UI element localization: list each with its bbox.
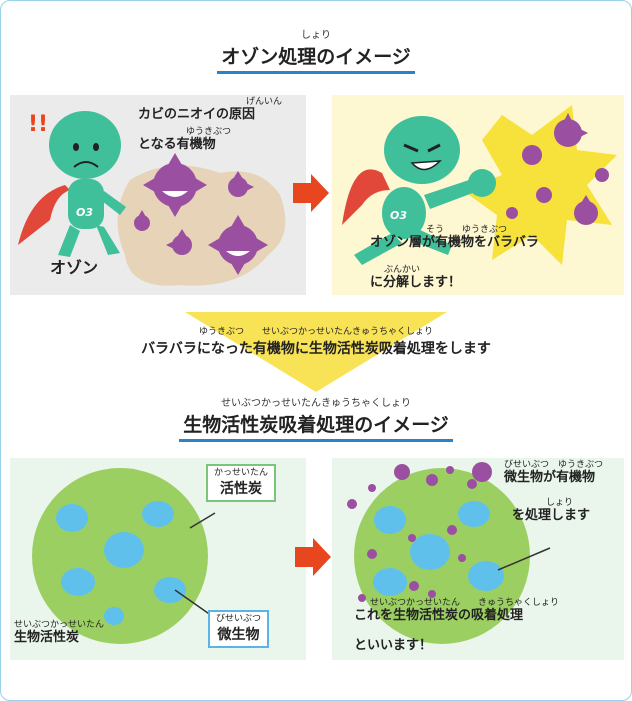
germ-burst-6 (506, 207, 518, 219)
decompose-line2: ぶんかい に分解します！ (370, 265, 461, 291)
process-top1-text: 微生物が有機物 (504, 470, 596, 485)
middle-caption: ゆうきぶつ せいぶつかっせいたんきゅうちゃくしょり バラバラになった有機物に生物… (60, 327, 572, 358)
right-arrow-2 (295, 538, 331, 576)
germ-large-1 (143, 153, 207, 217)
title1-ruby: しょり (301, 30, 331, 41)
panel-bac-process: びせいぶつ ゆうきぶつ 微生物が有機物 しょり を処理します せいぶつかっせいた… (332, 458, 624, 660)
bac-section-title: せいぶつかっせいたんきゅうちゃくしょり 生物活性炭吸着処理のイメージ (0, 398, 632, 442)
germ-small-2 (166, 229, 192, 255)
middle-ruby: ゆうきぶつ せいぶつかっせいたんきゅうちゃくしょり (198, 327, 433, 337)
germ-small-1 (228, 171, 254, 197)
cape (18, 185, 70, 245)
bac-ruby: せいぶつかっせいたん (14, 620, 105, 630)
bac-text: 生物活性炭 (14, 630, 80, 645)
microbe-group-2 (373, 501, 504, 596)
process-top2: しょり を処理します (512, 498, 590, 524)
ozone-character-punch (354, 116, 496, 265)
microbe-label-box: びせいぶつ 微生物 (208, 610, 270, 648)
middle-text: バラバラになった有機物に生物活性炭吸着処理をします (141, 341, 491, 357)
bac-label: せいぶつかっせいたん 生物活性炭 (14, 620, 104, 646)
panel-activated-carbon: かっせいたん 活性炭 びせいぶつ 微生物 せいぶつかっせいたん 生物活性炭 (10, 458, 306, 660)
odor-ruby: げんいん (246, 97, 283, 107)
panel1-illustration (18, 111, 286, 286)
process-bottom1: せいぶつかっせいたん きゅうちゃくしょり これを生物活性炭の吸着処理 (354, 598, 559, 624)
odor-line2: ゆうきぶつ となる有機物 (138, 127, 231, 153)
decompose-ruby1: そう ゆうきぶつ (426, 225, 508, 235)
germ-scatter (347, 462, 492, 602)
process-bottom2: といいます！ (354, 638, 433, 653)
decompose-ruby2: ぶんかい (384, 265, 421, 275)
panel2-illustration (342, 105, 617, 265)
microbe-group (56, 501, 186, 625)
ozone-section-title: しょり オゾン処理のイメージ (0, 30, 632, 74)
burst-shape (462, 105, 617, 265)
panel4-illustration (347, 462, 551, 644)
leader-process (497, 547, 551, 571)
process-top2-text: を処理します (512, 508, 591, 523)
title2-text: 生物活性炭吸着処理のイメージ (179, 410, 453, 442)
carbon-label-box: かっせいたん 活性炭 (206, 464, 277, 502)
germ-large-2 (208, 215, 268, 275)
microbe-text: 微生物 (217, 627, 260, 643)
germ-burst-1 (554, 113, 588, 147)
germ-burst-3 (522, 145, 542, 165)
germ-burst-2 (574, 195, 598, 225)
title1-text: オゾン処理のイメージ (217, 42, 415, 74)
title2-ruby: せいぶつかっせいたんきゅうちゃくしょり (221, 398, 411, 409)
odor-line1: げんいん カビのニオイの原因 (138, 97, 282, 123)
odor-line1-text: カビのニオイの原因 (138, 107, 256, 122)
o3-mark-2: O3 (390, 209, 408, 222)
germ-burst-4 (536, 187, 552, 203)
panel-ozone-decompose: O3 そう ゆうきぶつ オゾン層が有機物をバラバラ ぶんかい に分解します！ (332, 95, 624, 295)
organic-ruby: ゆうきぶつ (186, 127, 232, 137)
process-top2-ruby: しょり (546, 498, 574, 508)
panel-mold-odor: !! O3 オゾン げんいん カビのニオイの原因 ゆうきぶつ となる有機物 (10, 95, 306, 295)
decompose-line2-text: に分解します！ (370, 275, 462, 290)
panel3-illustration (32, 468, 216, 644)
process-top-ruby: びせいぶつ ゆうきぶつ (504, 460, 604, 470)
process-bottom1-text: これを生物活性炭の吸着処理 (354, 608, 524, 623)
microbe-ruby: びせいぶつ (216, 614, 262, 624)
odor-line2-text: となる有機物 (138, 137, 216, 152)
leader-carbon (189, 512, 216, 529)
exclamation-marks: !! (28, 112, 49, 137)
carbon-ruby: かっせいたん (214, 468, 269, 478)
funnel-arrow (185, 312, 447, 392)
cape-2 (342, 169, 390, 225)
o3-mark: O3 (76, 206, 94, 219)
decompose-line1-text: オゾン層が有機物をバラバラ (370, 235, 539, 250)
decompose-line1: そう ゆうきぶつ オゾン層が有機物をバラバラ (370, 225, 539, 251)
ozone-character (49, 111, 126, 257)
germ-small-3 (134, 210, 150, 231)
process-top1: びせいぶつ ゆうきぶつ 微生物が有機物 (504, 460, 603, 486)
process-bottom-ruby: せいぶつかっせいたん きゅうちゃくしょり (370, 598, 560, 608)
right-arrow-1 (293, 174, 329, 212)
carbon-text: 活性炭 (220, 481, 262, 497)
germ-burst-5 (595, 168, 609, 182)
ozone-label: オゾン (50, 258, 99, 277)
